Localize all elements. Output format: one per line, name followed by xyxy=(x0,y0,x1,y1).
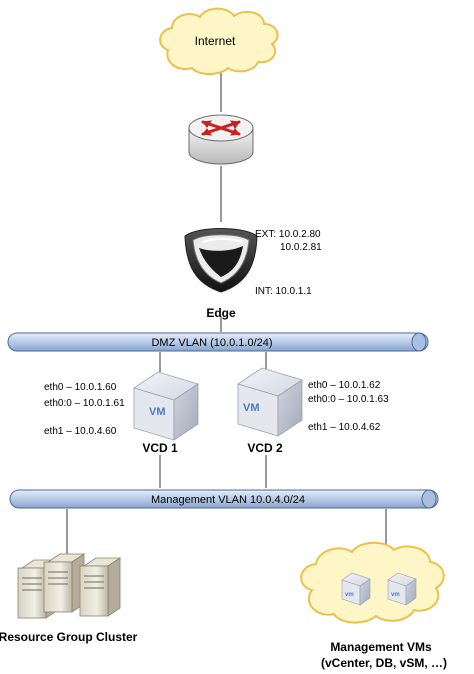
cluster-node: Resource Group Cluster xyxy=(0,553,138,644)
vm-cube-icon: vm xyxy=(387,572,417,606)
connection-lines xyxy=(66,72,387,556)
vcd2-eth00-label: eth0:0 – 10.0.1.63 xyxy=(308,394,389,405)
internet-label: Internet xyxy=(195,34,236,48)
edge-node: Edge EXT: 10.0.2.80 10.0.2.81 INT: 10.0.… xyxy=(184,228,322,320)
management-vms-label: Management VMs xyxy=(330,640,432,654)
management-vms-sublabel: (vCenter, DB, vSM, …) xyxy=(321,656,447,670)
vcd1-eth1-label: eth1 – 10.0.4.60 xyxy=(44,426,117,437)
svg-text:vm: vm xyxy=(345,592,354,598)
router-node xyxy=(188,114,254,165)
management-vlan-pipe: Management VLAN 10.0.4.0/24 xyxy=(9,489,439,509)
edge-ext-ip-label-2: 10.0.2.81 xyxy=(280,242,322,253)
cloud-icon xyxy=(159,7,279,75)
edge-label: Edge xyxy=(206,306,236,320)
svg-text:VM: VM xyxy=(243,402,260,414)
edge-int-ip-label: INT: 10.0.1.1 xyxy=(255,286,312,297)
vcd1-label: VCD 1 xyxy=(142,441,178,455)
vm-cube-icon: vm xyxy=(341,572,371,606)
management-vlan-label: Management VLAN 10.0.4.0/24 xyxy=(151,494,305,506)
svg-text:VM: VM xyxy=(149,406,166,418)
management-vms-node: vm vm Management VMs (vCenter, DB, vSM, … xyxy=(300,541,447,670)
internet-node: Internet xyxy=(159,7,279,75)
cluster-label: Resource Group Cluster xyxy=(0,630,138,644)
vcd2-eth1-label: eth1 – 10.0.4.62 xyxy=(308,422,381,433)
vm-cube-icon: VM xyxy=(133,371,199,441)
dmz-vlan-label: DMZ VLAN (10.0.1.0/24) xyxy=(151,337,272,349)
dmz-vlan-pipe: DMZ VLAN (10.0.1.0/24) xyxy=(7,332,429,352)
cloud-icon xyxy=(300,541,445,624)
server-icon xyxy=(43,553,86,613)
vcd1-eth00-label: eth0:0 – 10.0.1.61 xyxy=(44,398,125,409)
vcd2-eth0-label: eth0 – 10.0.1.62 xyxy=(308,380,381,391)
server-icon xyxy=(79,557,122,617)
shield-icon xyxy=(184,228,258,293)
vcd2-node: VM VCD 2 eth0 – 10.0.1.62 eth0:0 – 10.0.… xyxy=(237,367,389,455)
router-icon xyxy=(188,114,254,165)
vm-cube-icon: VM xyxy=(237,367,303,437)
svg-text:vm: vm xyxy=(391,592,400,598)
vcd2-label: VCD 2 xyxy=(247,441,283,455)
vcd1-eth0-label: eth0 – 10.0.1.60 xyxy=(44,382,117,393)
edge-ext-ip-label: EXT: 10.0.2.80 xyxy=(255,229,321,240)
vcd1-node: VM VCD 1 eth0 – 10.0.1.60 eth0:0 – 10.0.… xyxy=(44,371,199,455)
